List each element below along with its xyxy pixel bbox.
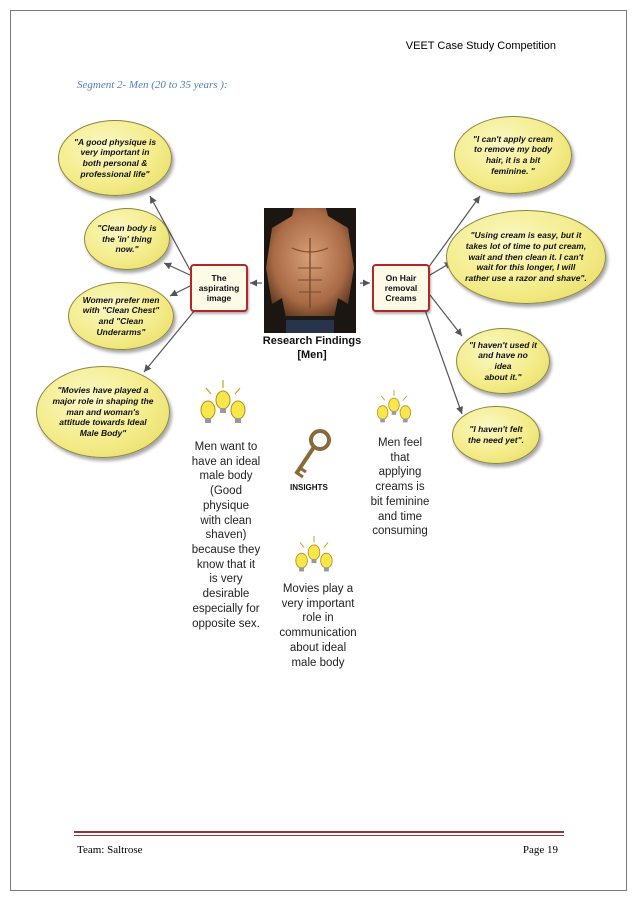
footer-rule [74,831,564,833]
quote-bubble-text: "I haven't felt the need yet". [468,424,524,445]
quote-bubble-cant-apply: "I can't apply cream to remove my body h… [454,116,572,194]
quote-bubble-text: "Movies have played a major role in shap… [52,385,153,438]
hub-aspirating-image: The aspirating image [190,264,248,312]
lightbulb-icon [290,534,338,584]
research-findings-text: Research Findings [Men] [263,335,361,361]
footer-page-number: Page 19 [523,844,558,856]
footer-rule-thin [74,835,564,836]
lightbulb-icon [372,388,416,434]
lightbulb-icon [194,378,252,438]
research-findings-title: Research Findings [Men] [262,334,362,363]
hub-label: On Hair removal Creams [385,273,418,304]
quote-bubble-women-prefer: Women prefer men with "Clean Chest" and … [68,282,174,350]
quote-bubble-movies: "Movies have played a major role in shap… [36,366,170,458]
quote-bubble-physique: "A good physique is very important in bo… [58,120,172,196]
quote-bubble-need-yet: "I haven't felt the need yet". [452,406,540,464]
quote-bubble-using-cream: "Using cream is easy, but it takes lot o… [446,210,606,304]
quote-bubble-text: "I haven't used it and have no idea abou… [469,340,537,383]
hub-hair-removal: On Hair removal Creams [372,264,430,312]
footer-team: Team: Saltrose [77,844,143,856]
quote-bubble-text: "I can't apply cream to remove my body h… [473,134,553,177]
torso-photo [264,208,356,333]
insight-ideal-body: Men want to have an ideal male body (Goo… [182,440,270,631]
quote-bubble-havent-used: "I haven't used it and have no idea abou… [456,328,550,394]
insight-movies: Movies play a very important role in com… [268,582,368,670]
quote-bubble-text: Women prefer men with "Clean Chest" and … [83,295,160,338]
quote-bubble-text: "A good physique is very important in bo… [74,137,156,180]
hub-label: The aspirating image [199,273,240,304]
quote-bubble-clean-body: "Clean body is the 'in' thing now." [84,208,170,270]
key-icon [288,428,334,482]
insight-feminine: Men feel that applying creams is bit fem… [360,436,440,539]
insights-label: INSIGHTS [290,483,328,492]
quote-bubble-text: "Clean body is the 'in' thing now." [97,223,156,255]
quote-bubble-text: "Using cream is easy, but it takes lot o… [465,230,587,283]
